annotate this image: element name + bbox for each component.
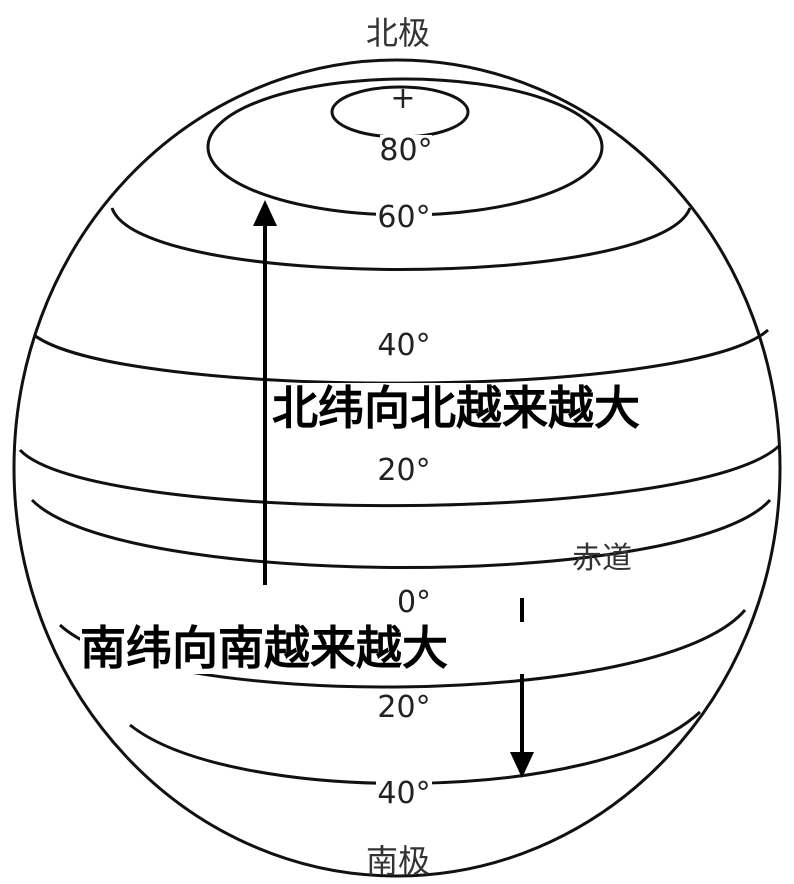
latitude-labels: 80° 60° 40° 20° 0° 20° 40° (376, 133, 436, 811)
lat-label-60n: 60° (377, 200, 430, 235)
lat-label-20s: 20° (377, 690, 430, 725)
lat-label-40s: 40° (377, 776, 430, 811)
pole-mark: + (390, 81, 415, 116)
globe-outline (12, 58, 782, 878)
equator-label: 赤道 (572, 541, 632, 576)
south-pole-label: 南极 (366, 842, 430, 880)
north-pole-label: 北极 (366, 14, 430, 52)
lat-label-80n: 80° (379, 133, 432, 168)
north-arrowhead (253, 200, 277, 226)
south-latitude-note: 南纬向南越来越大 (80, 621, 448, 675)
latitude-line-40n (110, 207, 692, 271)
latitude-line-0 (18, 443, 782, 508)
lat-label-40n: 40° (377, 328, 430, 363)
north-latitude-note: 北纬向北越来越大 (272, 381, 640, 435)
lat-label-20n: 20° (377, 453, 430, 488)
equator-line (30, 498, 772, 569)
lat-label-0: 0° (397, 585, 431, 620)
south-arrowhead (510, 752, 534, 778)
